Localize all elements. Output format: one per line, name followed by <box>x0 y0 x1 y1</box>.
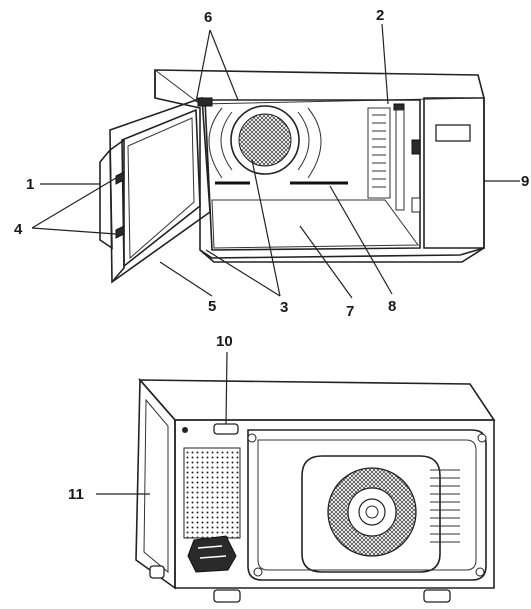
rear-panel <box>174 419 495 589</box>
rear-view: 10 11 <box>68 333 496 603</box>
control-panel <box>411 97 485 249</box>
callout-11: 11 <box>68 486 84 503</box>
callout-5: 5 <box>208 298 216 315</box>
rear-louvres <box>430 469 460 543</box>
door-frame <box>109 96 211 284</box>
callout-7: 7 <box>346 303 354 320</box>
callout-3: 3 <box>280 299 288 316</box>
side-vent <box>367 103 405 211</box>
rear-cabinet-top <box>138 379 496 421</box>
callout-10: 10 <box>216 333 233 350</box>
callout-1: 1 <box>26 176 34 193</box>
front-view: 6 2 1 4 5 3 7 8 9 <box>14 7 529 320</box>
callout-2: 2 <box>376 7 384 24</box>
callout-6: 6 <box>204 9 212 26</box>
callout-9: 9 <box>521 173 529 190</box>
callout-4: 4 <box>14 221 23 238</box>
callout-8: 8 <box>388 298 396 315</box>
cabinet-body <box>154 69 485 259</box>
oven-door <box>99 96 213 284</box>
